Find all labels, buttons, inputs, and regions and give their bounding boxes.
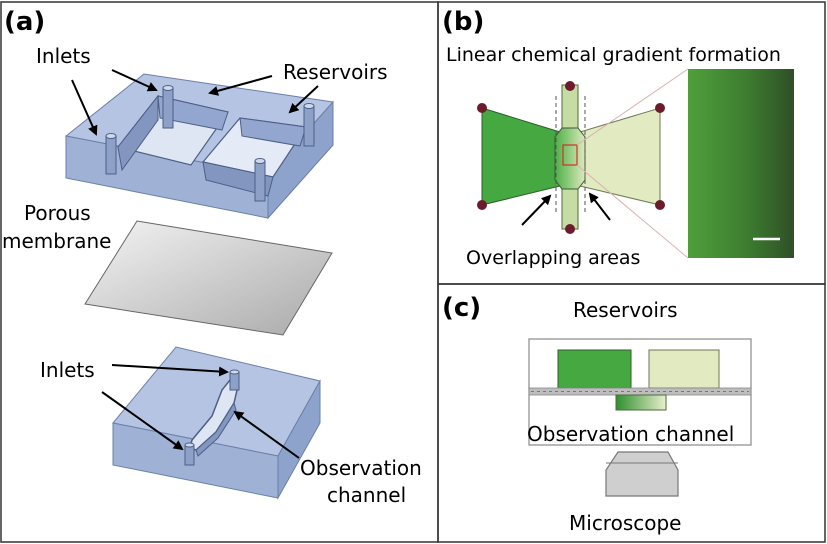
arrow-channel-inlet-2 xyxy=(101,391,184,451)
channel-inlet-1 xyxy=(229,369,240,391)
arrow-channel xyxy=(233,410,300,459)
top-inlets-label: Inlets xyxy=(36,44,91,68)
dark-green-reservoir xyxy=(481,107,561,206)
arrow-reservoir-2 xyxy=(288,85,319,114)
inlet-tube-2 xyxy=(303,103,315,147)
microscope-label: Microscope xyxy=(569,511,681,535)
arrow-inlet-1 xyxy=(111,69,158,92)
reservoirs-label: Reservoirs xyxy=(283,60,388,84)
connector-dot xyxy=(477,103,487,113)
arrow-inlet-2 xyxy=(71,79,98,136)
bottom-inlets-label: Inlets xyxy=(40,358,95,382)
overlapping-areas-label: Overlapping areas xyxy=(466,247,640,269)
inlet-tube-1 xyxy=(162,85,174,129)
porous-membrane xyxy=(84,220,333,336)
membrane-label-line2: membrane xyxy=(2,229,111,253)
arrow-overlap-right xyxy=(588,192,611,221)
connector-dot xyxy=(565,81,575,91)
channel-label-line1: Observation xyxy=(300,456,422,480)
inlet-tube-3 xyxy=(105,133,117,175)
panel-b-label: (b) xyxy=(442,7,484,37)
chip2-side-face xyxy=(277,379,321,500)
observation-channel-wall xyxy=(195,401,237,457)
zoom-line-bottom xyxy=(576,164,689,259)
channel-inlet-2 xyxy=(184,442,195,466)
microscope-objective xyxy=(605,451,679,497)
connector-dot xyxy=(477,200,487,210)
arrow-channel-inlet-1 xyxy=(111,364,229,377)
inlet-tube-4 xyxy=(254,158,266,202)
channel-label-line2: channel xyxy=(327,483,406,507)
connector-dot xyxy=(565,224,575,234)
arrow-reservoir-1 xyxy=(208,75,273,96)
left-reservoir-wall-back xyxy=(157,95,229,131)
left-reservoir-wall xyxy=(117,94,159,172)
panel-c-frame xyxy=(437,283,826,543)
observation-channel-label: Observation channel xyxy=(527,422,734,446)
connector-dot xyxy=(655,103,665,113)
light-green-reservoir xyxy=(579,107,661,206)
zoom-box xyxy=(562,144,578,166)
gradient-title: Linear chemical gradient formation xyxy=(446,44,781,66)
panel-c-label: (c) xyxy=(442,293,481,323)
reservoir-light xyxy=(648,349,720,389)
gradient-channel xyxy=(615,394,667,411)
overlap-region xyxy=(554,127,586,190)
arrow-overlap-left xyxy=(521,194,552,226)
right-reservoir-wall xyxy=(239,117,307,147)
membrane-label-line1: Porous xyxy=(24,201,91,225)
reservoir-dark xyxy=(557,349,632,389)
panel-a-label: (a) xyxy=(4,7,45,37)
reservoir-chip xyxy=(64,73,334,220)
reservoirs-label-c: Reservoirs xyxy=(573,298,678,322)
zoom-line-top xyxy=(576,68,689,146)
fluorescence-image xyxy=(688,69,794,258)
observation-chip xyxy=(112,346,321,500)
connector-dot xyxy=(655,200,665,210)
